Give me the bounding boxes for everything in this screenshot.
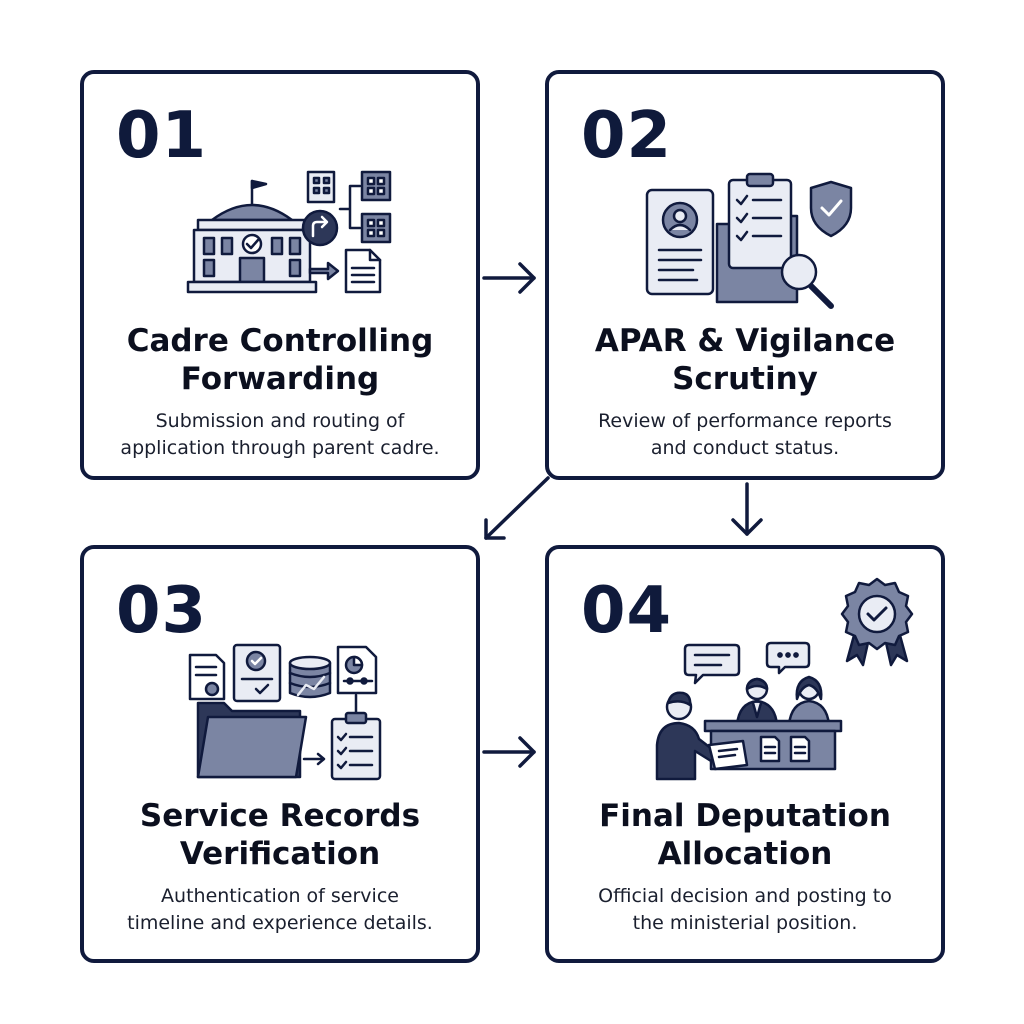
step-title-line-2: Scrutiny <box>672 361 818 397</box>
officials-panel-icon <box>703 675 843 771</box>
step-description-line-2: and conduct status. <box>650 437 840 459</box>
arrow-2-to-4 <box>731 482 763 536</box>
step-title-line-1: Cadre Controlling <box>126 323 434 359</box>
shield-check-icon <box>809 180 853 238</box>
document-icon <box>344 248 382 294</box>
step-4-illustration <box>655 577 914 781</box>
checked-document-icon <box>232 643 282 703</box>
step-title: APAR & Vigilance Scrutiny <box>559 322 931 398</box>
step-title-line-2: Verification <box>179 836 381 872</box>
step-card-2: 02 <box>545 70 945 480</box>
step-description: Submission and routing of application th… <box>96 408 464 462</box>
checklist-clipboard-icon <box>727 172 793 270</box>
arrow-3-to-4 <box>482 736 536 768</box>
step-title-line-1: Service Records <box>139 798 421 834</box>
step-card-1: 01 <box>80 70 480 480</box>
step-description-line-1: Review of performance reports <box>598 410 892 432</box>
arrow-1-to-2 <box>482 262 536 294</box>
step-title-line-1: Final Deputation <box>599 798 891 834</box>
step-description: Review of performance reports and conduc… <box>561 408 929 462</box>
folder-icon <box>196 701 308 779</box>
database-icon <box>288 655 332 699</box>
step-title: Cadre Controlling Forwarding <box>94 322 466 398</box>
magnifier-icon <box>780 253 834 309</box>
step-title-line-2: Forwarding <box>180 361 380 397</box>
certificate-icon <box>188 653 226 701</box>
step-number: 03 <box>116 574 208 648</box>
applicant-icon <box>655 691 749 781</box>
step-description: Authentication of service timeline and e… <box>96 883 464 937</box>
step-description-line-1: Official decision and posting to <box>598 885 892 907</box>
step-title-line-2: Allocation <box>657 836 833 872</box>
chart-document-icon <box>336 645 378 695</box>
step-description-line-2: the ministerial position. <box>632 912 858 934</box>
step-2-illustration <box>645 172 853 309</box>
step-description-line-2: timeline and experience details. <box>127 912 433 934</box>
step-description-line-2: application through parent cadre. <box>120 437 440 459</box>
step-description: Official decision and posting to the min… <box>561 883 929 937</box>
arrow-2-to-3 <box>484 476 550 540</box>
step-title: Service Records Verification <box>94 797 466 873</box>
step-card-3: 03 <box>80 545 480 963</box>
step-card-4: 04 <box>545 545 945 963</box>
step-title: Final Deputation Allocation <box>559 797 931 873</box>
step-3-illustration <box>188 643 382 781</box>
government-building-icon <box>186 179 318 294</box>
step-number: 01 <box>116 99 208 173</box>
award-badge-icon <box>840 577 914 667</box>
step-number: 02 <box>581 99 673 173</box>
speech-bubble-icon <box>683 641 811 685</box>
step-number: 04 <box>581 574 673 648</box>
checklist-icon <box>330 711 382 781</box>
step-1-illustration <box>186 170 392 294</box>
step-description-line-1: Authentication of service <box>161 885 399 907</box>
forward-arrow-icon <box>301 209 339 247</box>
step-description-line-1: Submission and routing of <box>155 410 405 432</box>
profile-card-icon <box>645 188 715 296</box>
office-buildings-icon <box>306 170 392 244</box>
step-title-line-1: APAR & Vigilance <box>594 323 896 359</box>
